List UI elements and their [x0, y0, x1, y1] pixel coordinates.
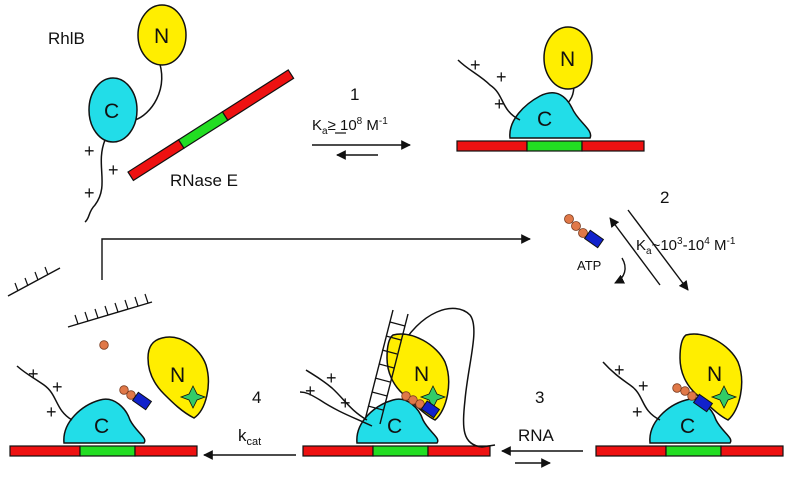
phosphate-icon	[680, 386, 690, 396]
plus-sign: +	[52, 377, 63, 397]
forward-arrow	[627, 209, 689, 291]
rnase-e-segment	[127, 69, 295, 182]
phosphate-icon	[415, 399, 425, 409]
c-domain-label: C	[680, 415, 695, 438]
linker	[134, 57, 163, 121]
panel-rna-bound: C N + + +	[299, 307, 496, 457]
c-terminal-tail	[457, 59, 521, 121]
catalytic-site-star-icon	[710, 385, 738, 409]
atp-molecule	[564, 214, 605, 249]
rna-label: RNA	[518, 426, 555, 445]
panel-bound-rhlb: N C + + +	[456, 26, 645, 152]
adenosine-icon	[131, 391, 153, 411]
phosphate-icon	[687, 391, 697, 401]
panel-atp-bound: C N + + +	[595, 333, 784, 457]
adenosine-icon	[420, 400, 441, 419]
c-terminal-tail	[16, 365, 73, 421]
phosphate-icon	[119, 385, 129, 395]
step-number: 4	[252, 388, 261, 407]
plus-sign: +	[28, 364, 39, 384]
catalytic-site-star-icon	[179, 385, 207, 409]
n-domain-label: N	[414, 363, 429, 386]
released-rna-strand	[67, 293, 153, 328]
atp-label: ATP	[577, 258, 601, 273]
rna-strand	[299, 391, 373, 427]
plus-sign: +	[326, 368, 337, 388]
plus-sign: +	[632, 402, 643, 422]
rna-duplex-ladder	[364, 309, 409, 425]
phosphate-icon	[408, 395, 418, 405]
rna-strand	[397, 307, 496, 448]
plus-sign: +	[470, 55, 481, 75]
c-domain	[88, 77, 138, 143]
n-domain-label: N	[560, 48, 575, 71]
rhlb-label: RhlB	[48, 29, 85, 48]
rnase-e-segment	[595, 445, 784, 457]
plus-sign: +	[46, 402, 57, 422]
step-3: 3 RNA	[501, 388, 583, 468]
rnase-e-label: RNase E	[170, 171, 238, 190]
plus-sign: +	[305, 381, 316, 401]
c-domain-label: C	[104, 100, 119, 123]
step-number: 1	[350, 85, 359, 104]
plus-sign: +	[340, 393, 351, 413]
released-rna-strand	[7, 266, 61, 297]
c-domain-label: C	[94, 415, 109, 438]
c-terminal-tail	[305, 369, 368, 421]
phosphate-icon	[578, 228, 588, 238]
rnase-e-segment	[456, 140, 645, 152]
step-4: 4 kcat	[203, 388, 296, 460]
phosphate-icon	[126, 390, 136, 400]
phosphate-icon	[672, 383, 682, 393]
reverse-arrow	[609, 217, 661, 286]
plus-sign: +	[638, 376, 649, 396]
step-2-equilibrium-constant: Ka~103-104 M-1	[636, 236, 736, 257]
step-number: 2	[660, 188, 669, 207]
plus-sign: +	[84, 141, 95, 161]
step-1-equilibrium-constant: Ka≥ 108 M-1	[312, 116, 388, 137]
n-domain-label: N	[707, 363, 722, 386]
c-domain-label: C	[387, 415, 402, 438]
released-phosphate-icon	[99, 340, 109, 350]
c-terminal-tail	[84, 139, 106, 223]
plus-sign: +	[108, 160, 119, 180]
rnase-e-segment	[9, 445, 198, 457]
rnase-e-segment	[302, 445, 491, 457]
recycle-arrow	[101, 234, 531, 280]
c-domain	[63, 398, 146, 444]
c-domain-label: C	[537, 108, 552, 131]
n-domain	[137, 4, 187, 66]
plus-sign: +	[614, 360, 625, 380]
kcat-label: kcat	[238, 426, 261, 448]
plus-sign: +	[84, 183, 95, 203]
plus-sign: +	[494, 94, 505, 114]
panel-free-rhlb: RhlB N C + + + RNase E	[48, 4, 295, 223]
n-domain-label: N	[170, 364, 185, 387]
step-2: 2 Ka~103-104 M-1 ATP	[564, 188, 736, 291]
phosphate-icon	[401, 391, 411, 401]
plus-sign: +	[496, 67, 507, 87]
adenosine-icon	[583, 229, 605, 249]
n-domain	[543, 26, 593, 90]
c-domain	[509, 92, 592, 139]
n-domain-label: N	[154, 25, 169, 48]
step-1: 1 Ka≥ 108 M-1	[312, 85, 411, 160]
step-number: 3	[535, 388, 544, 407]
phosphate-icon	[564, 214, 574, 224]
phosphate-icon	[571, 221, 581, 231]
adenosine-icon	[692, 393, 714, 413]
panel-products: C N + + +	[7, 234, 531, 457]
c-terminal-tail	[602, 361, 661, 421]
atp-binding-arrow	[614, 257, 626, 284]
